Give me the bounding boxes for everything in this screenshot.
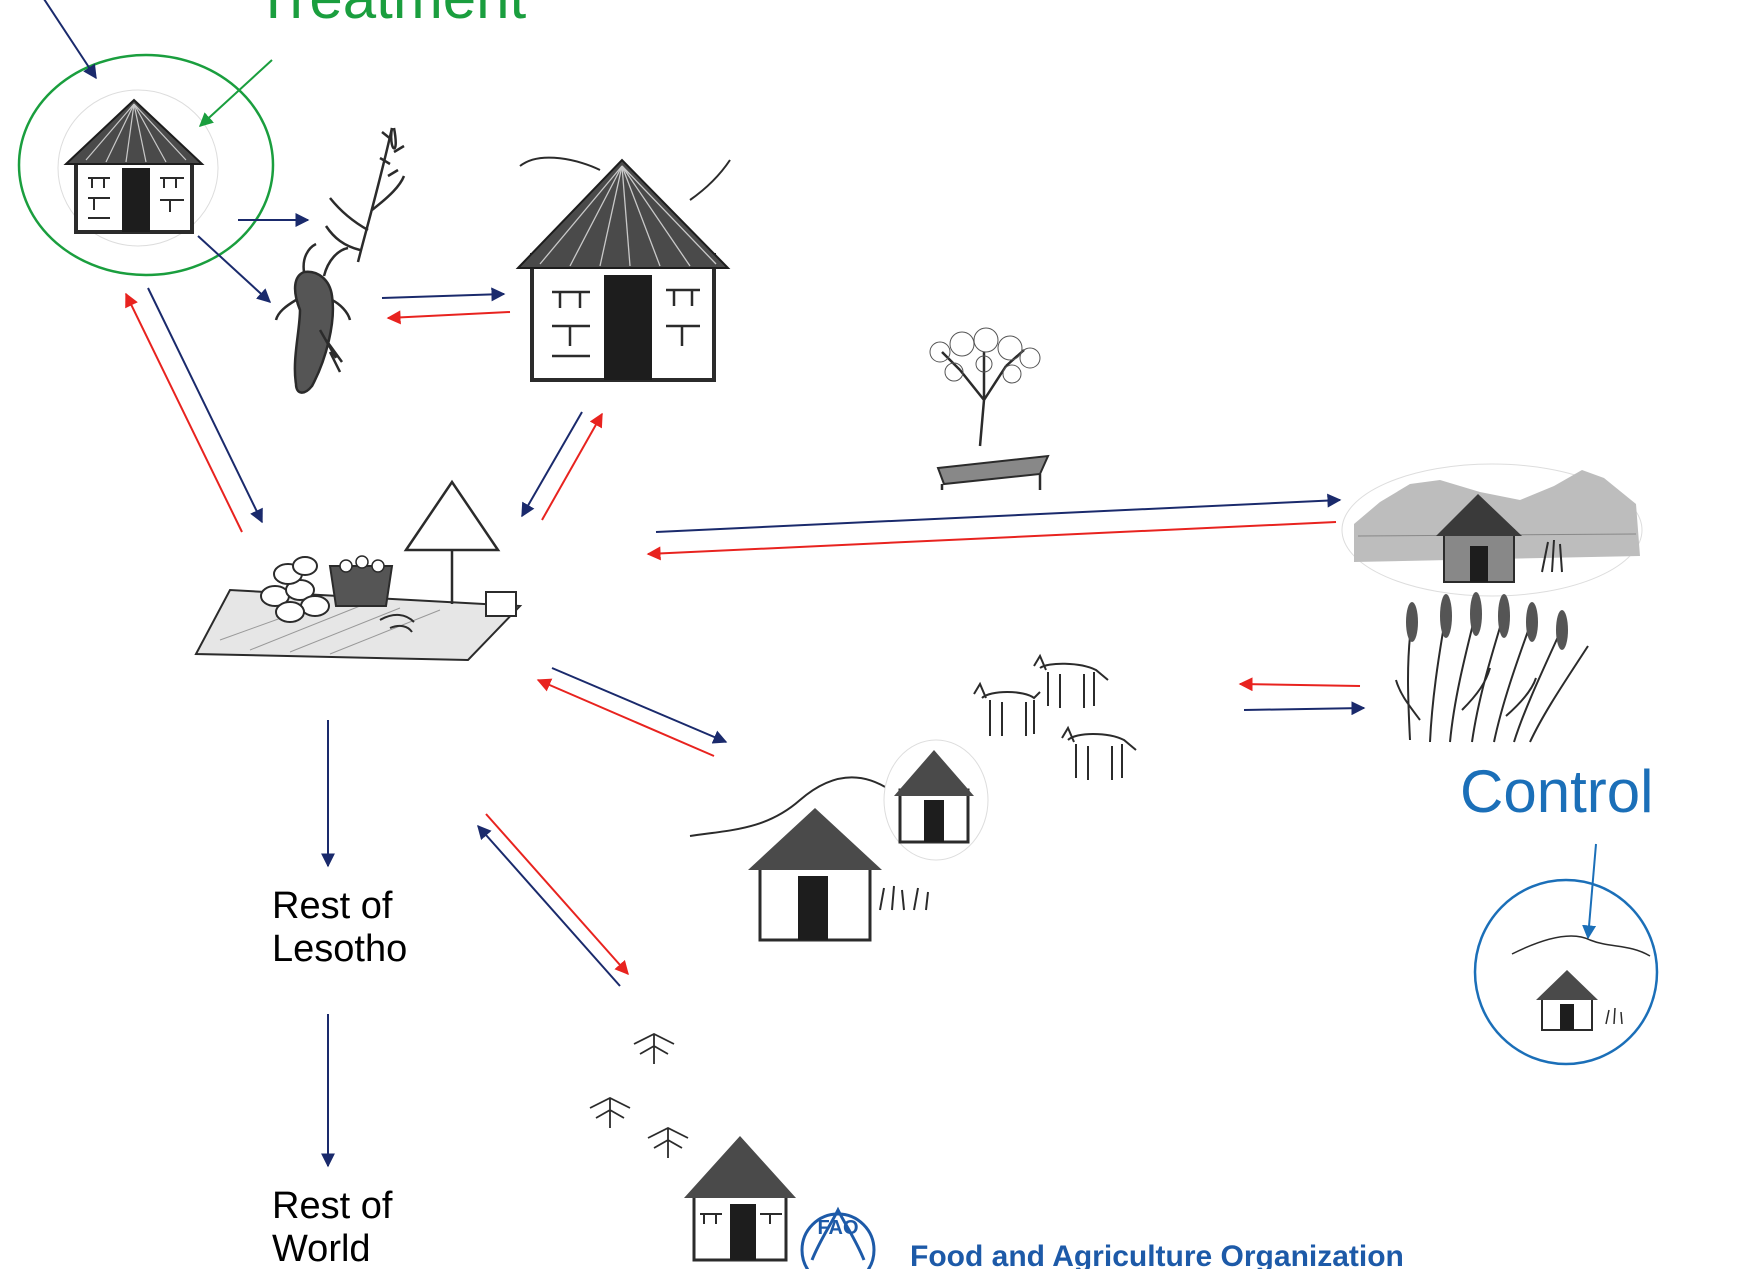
seedling-village-hut-icon	[684, 1136, 796, 1262]
village-hut-icon	[515, 156, 731, 382]
arrow-treatment-to-market	[147, 287, 263, 524]
arrow-mountain-village-to-market	[536, 678, 715, 757]
market-stall-icon	[194, 479, 523, 662]
arrow-hut-to-market	[521, 411, 583, 518]
arrow-treatment-to-goat	[197, 235, 272, 303]
arrow-market-to-control	[655, 493, 1342, 533]
arrow-into-treatment	[43, 0, 97, 80]
arrow-goat-to-hut	[381, 287, 506, 302]
arrow-control-label	[1582, 843, 1597, 940]
tree-icon	[929, 327, 1050, 490]
mountain-village-icon	[689, 739, 989, 942]
control-circle	[1473, 878, 1659, 1066]
village-scene-icon	[1341, 463, 1643, 597]
arrow-field-to-goats	[1238, 677, 1361, 692]
arrow-treatment-label	[198, 59, 273, 127]
goat-herd-icon	[973, 653, 1137, 780]
arrow-market-to-treatment	[125, 292, 243, 533]
arrow-market-to-seedlings	[485, 813, 629, 976]
goat-icon	[274, 242, 352, 394]
fao-logo-letters: FAO	[817, 1217, 858, 1239]
crop-field-icon	[1395, 592, 1589, 743]
control-hut-icon	[1511, 935, 1651, 1031]
grain-stalk-icon	[324, 127, 406, 263]
fao-logo-text: Food and Agriculture Organization	[910, 1240, 1404, 1269]
arrow-seedlings-to-market	[477, 824, 621, 987]
arrow-control-to-market	[646, 521, 1337, 561]
treatment-hut-icon	[63, 98, 205, 234]
treatment-label: Treatment	[255, 0, 526, 28]
arrow-goats-to-field	[1243, 701, 1366, 716]
control-label: Control	[1460, 758, 1654, 825]
treatment-circle	[17, 53, 275, 277]
arrow-market-to-mountain-village	[551, 667, 728, 744]
arrow-market-to-hut	[541, 412, 603, 521]
treatment-inner-circle	[57, 89, 219, 247]
fao-logo: FAO	[800, 1206, 876, 1269]
arrow-hut-to-goat	[386, 310, 511, 325]
seedlings-icon	[589, 1032, 689, 1158]
